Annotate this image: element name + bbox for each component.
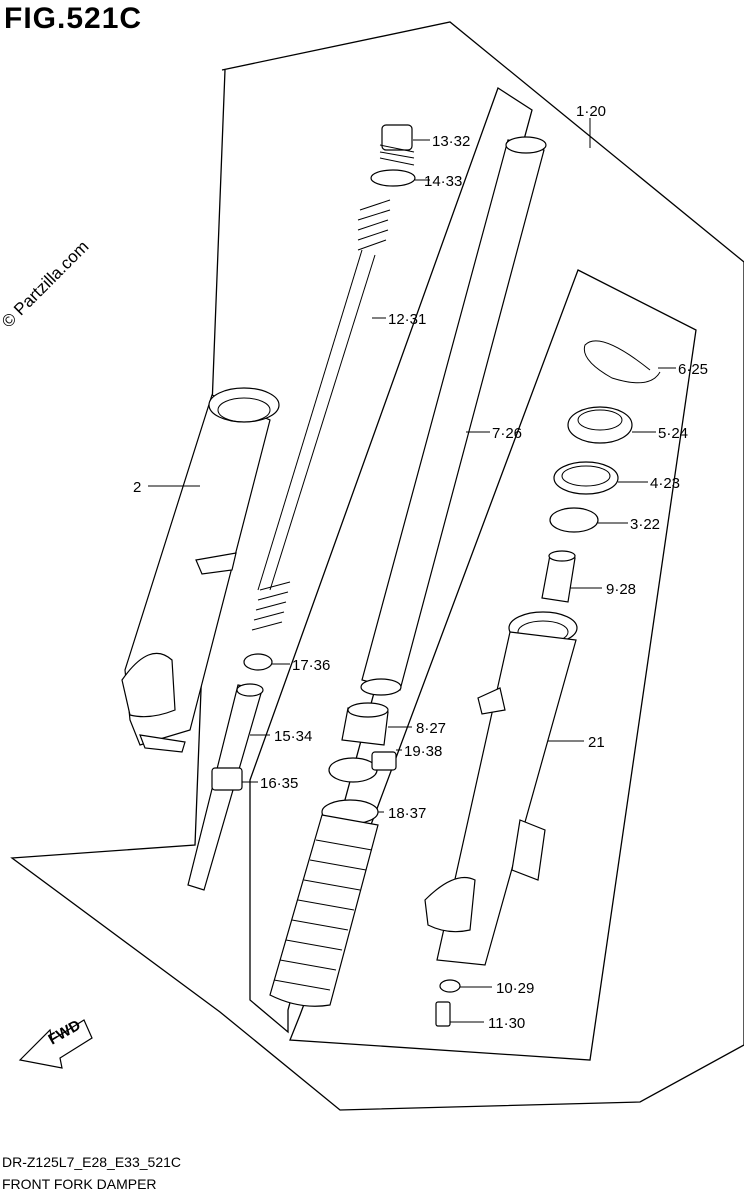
o-ring xyxy=(370,169,416,187)
callout-10-29: 10·29 xyxy=(496,980,534,997)
callout-3-22: 3·22 xyxy=(630,516,660,533)
gasket xyxy=(439,979,461,993)
diagram-name: FRONT FORK DAMPER xyxy=(2,1176,157,1192)
ring xyxy=(243,653,273,671)
damper-rod xyxy=(187,683,264,891)
circlip xyxy=(583,340,661,384)
callout-labels: 1·20 13·32 14·33 12·31 7·26 6·25 5·24 4·… xyxy=(133,103,708,1032)
clamp xyxy=(328,751,397,783)
bolt xyxy=(435,1001,451,1027)
spring-lower xyxy=(251,581,291,631)
callout-7-26: 7·26 xyxy=(492,425,522,442)
callout-9-28: 9·28 xyxy=(606,581,636,598)
bushing xyxy=(549,507,599,533)
callout-13-32: 13·32 xyxy=(432,133,470,150)
guide-bush xyxy=(341,702,389,746)
callout-8-27: 8·27 xyxy=(416,720,446,737)
callout-12-31: 12·31 xyxy=(388,311,426,328)
leader-lines xyxy=(148,118,676,1023)
forward-arrow-icon: FWD xyxy=(18,1017,93,1069)
outer-tube-right xyxy=(424,611,578,966)
cap-bolt xyxy=(379,124,415,166)
assembly-frame-inner xyxy=(249,87,533,1034)
oil-lock-piece xyxy=(541,550,576,603)
assembly-frame-left xyxy=(10,21,744,1111)
outer-tube-left xyxy=(121,387,280,753)
assembly-frame-right xyxy=(289,269,697,1061)
callout-16-35: 16·35 xyxy=(260,775,298,792)
callout-2: 2 xyxy=(133,479,141,496)
inner-tube xyxy=(360,136,547,696)
callout-5-24: 5·24 xyxy=(658,425,688,442)
callout-21: 21 xyxy=(588,734,605,751)
callout-14-33: 14·33 xyxy=(424,173,462,190)
washer xyxy=(553,461,619,495)
boot xyxy=(269,799,379,1007)
callout-1-20: 1·20 xyxy=(576,103,606,120)
callout-6-25: 6·25 xyxy=(678,361,708,378)
figure-title: FIG.521C xyxy=(4,2,143,35)
callout-4-23: 4·23 xyxy=(650,475,680,492)
callout-11-30: 11·30 xyxy=(488,1015,525,1032)
spring-upper xyxy=(357,199,391,251)
callout-18-37: 18·37 xyxy=(388,805,426,822)
oil-seal xyxy=(567,406,633,444)
callout-17-36: 17·36 xyxy=(292,657,330,674)
callout-19-38: 19·38 xyxy=(404,743,442,760)
callout-15-34: 15·34 xyxy=(274,728,312,745)
model-code: DR-Z125L7_E28_E33_521C xyxy=(2,1154,182,1170)
